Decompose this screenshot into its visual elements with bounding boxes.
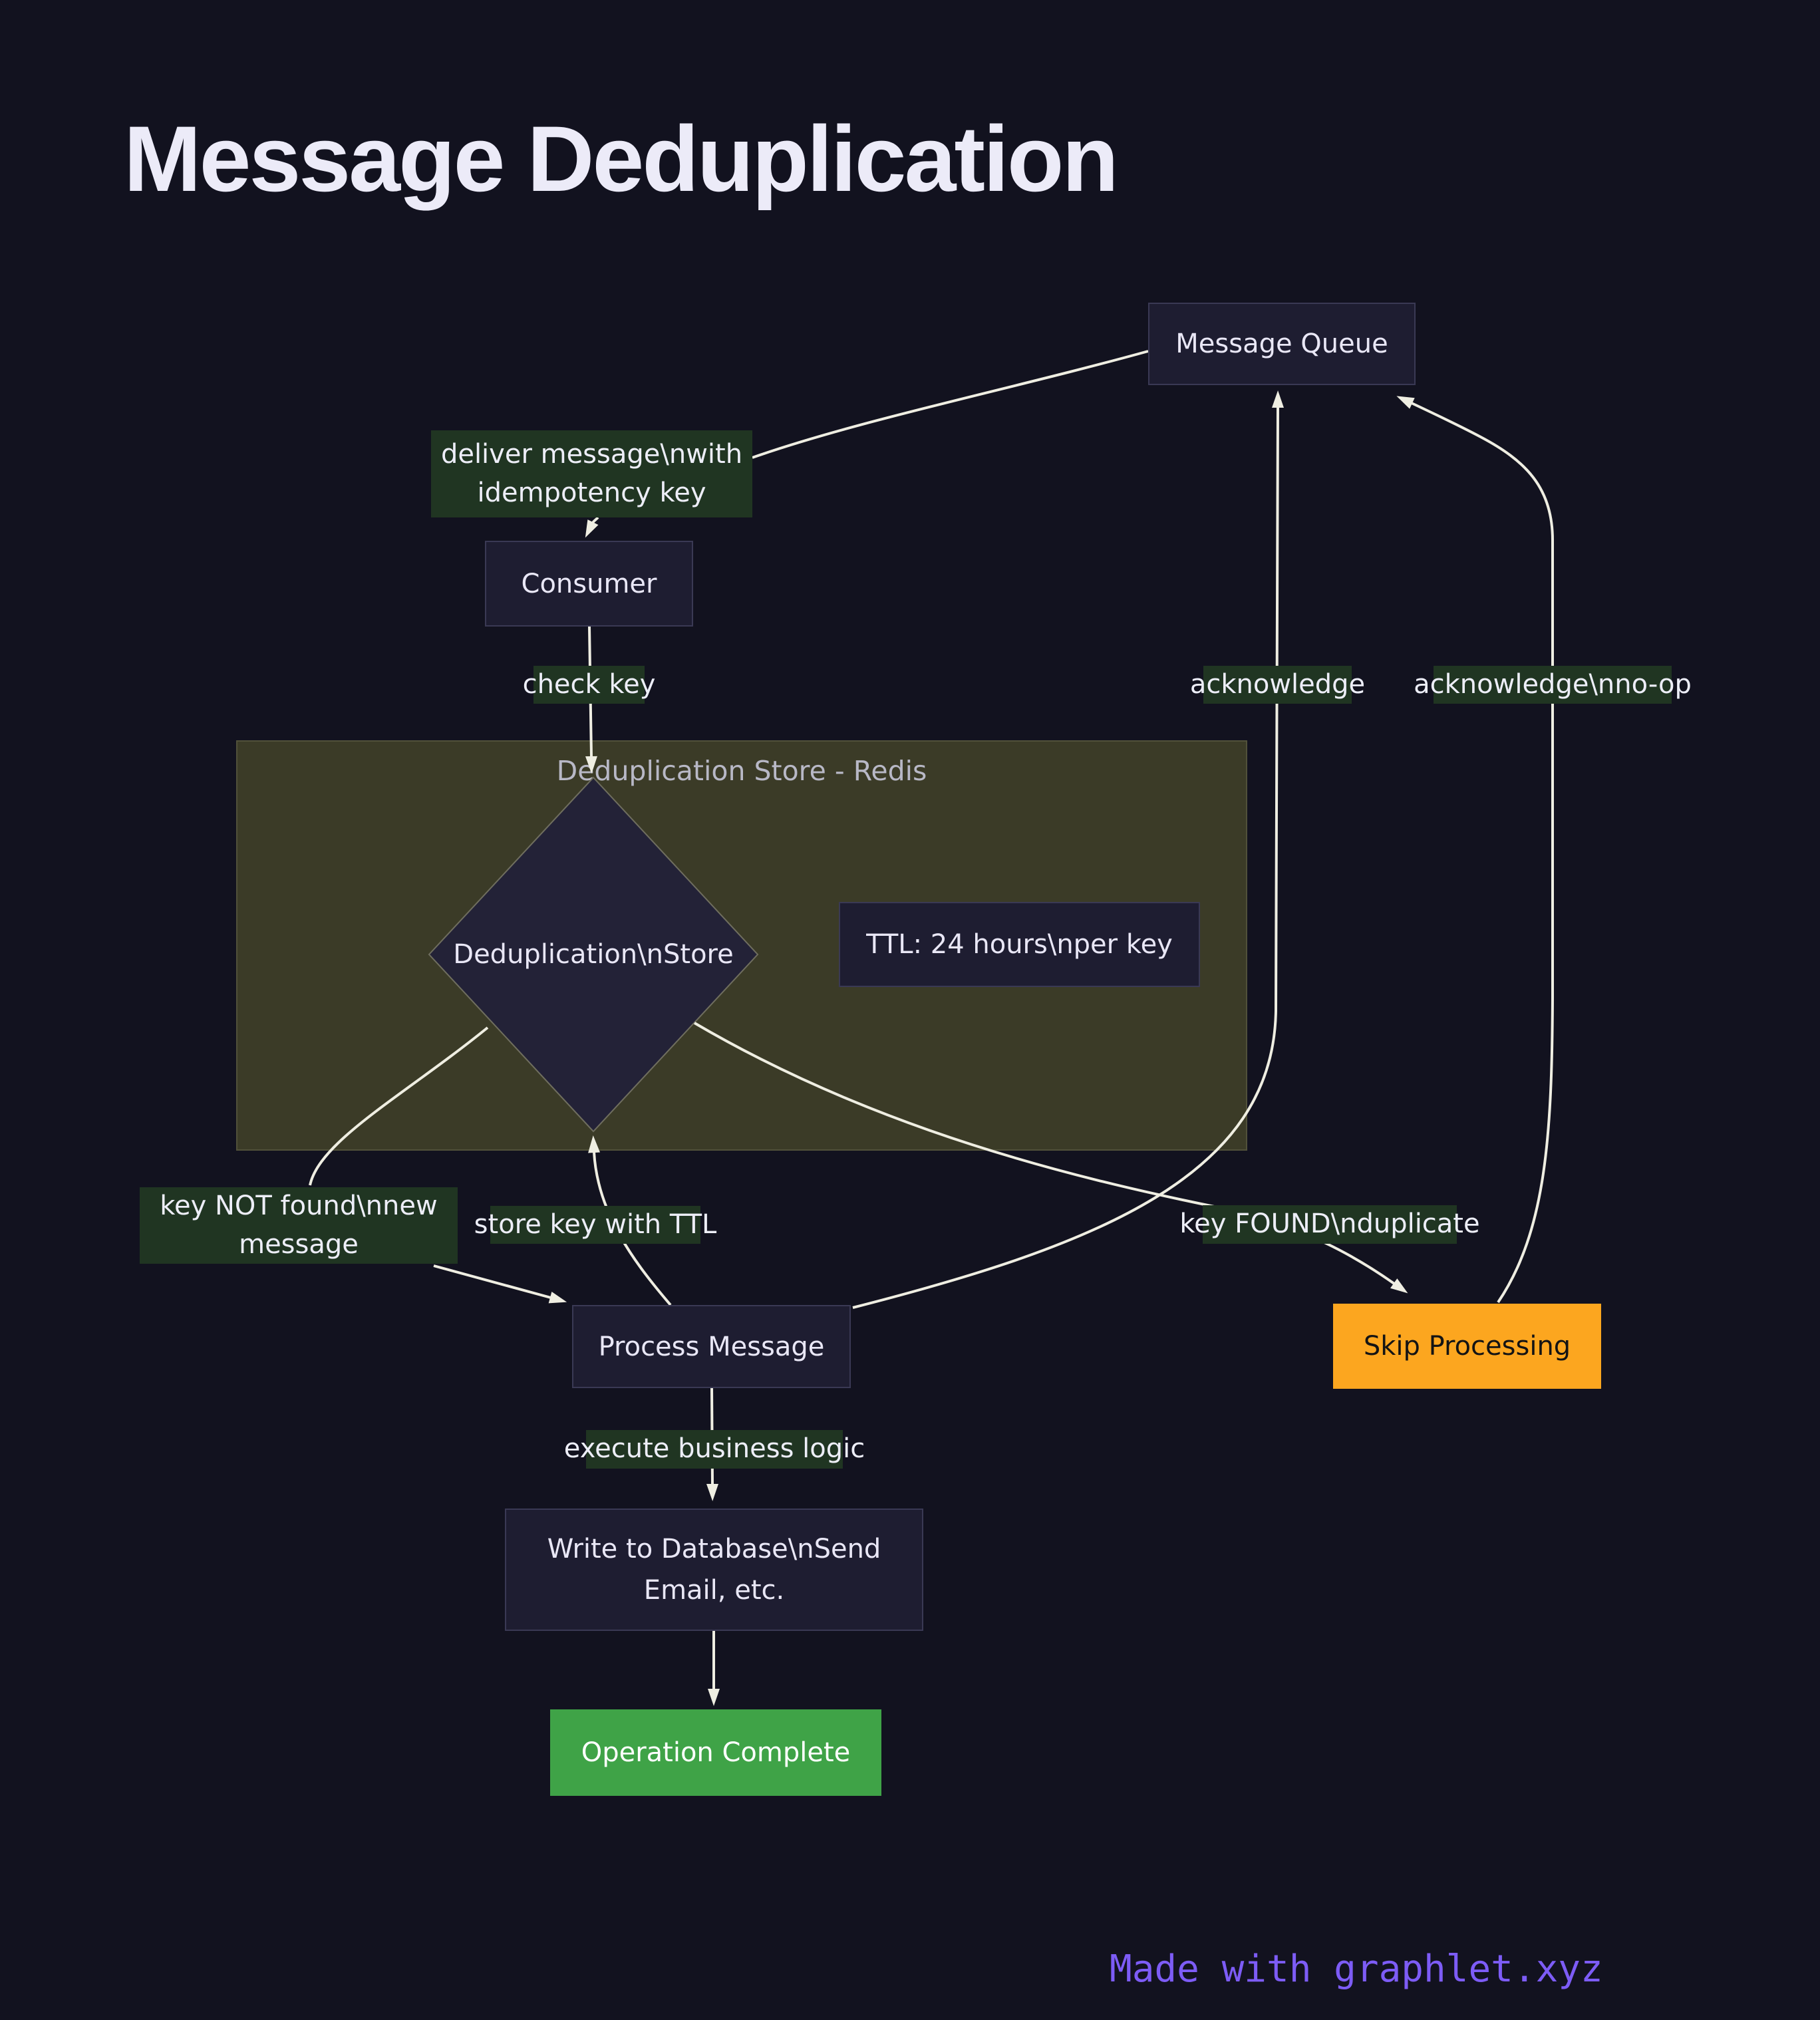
node-consumer: Consumer (485, 541, 693, 627)
node-ttl: TTL: 24 hours\nper key (839, 902, 1200, 987)
edge-label-acknowledge: acknowledge (1190, 666, 1365, 704)
edge-label-execute: execute business logic (564, 1430, 865, 1469)
edge-keynot-label-to-process (433, 1264, 567, 1304)
node-skip-processing-label: Skip Processing (1363, 1331, 1571, 1362)
edge-label-deliver: deliver message\nwith idempotency key (431, 430, 752, 517)
node-operation-complete-label: Operation Complete (581, 1737, 851, 1768)
node-ttl-label: TTL: 24 hours\nper key (866, 929, 1173, 960)
node-process-message: Process Message (572, 1305, 851, 1388)
edge-deliver-label-to-consumer (585, 516, 599, 538)
node-operation-complete: Operation Complete (550, 1709, 881, 1796)
node-consumer-label: Consumer (521, 568, 657, 599)
edge-label-key-not-found: key NOT found\nnew message (140, 1187, 458, 1264)
edge-skip-to-queue (1396, 396, 1554, 1304)
edge-label-acknowledge-noop: acknowledge\nno-op (1414, 666, 1692, 704)
node-process-message-label: Process Message (598, 1331, 825, 1362)
node-write-db: Write to Database\nSend Email, etc. (505, 1509, 923, 1631)
edge-label-key-found: key FOUND\nduplicate (1179, 1205, 1480, 1244)
node-skip-processing: Skip Processing (1333, 1304, 1601, 1389)
node-message-queue: Message Queue (1148, 303, 1416, 385)
footer-credit-link[interactable]: Made with graphlet.xyz (1110, 1948, 1603, 1991)
page-title: Message Deduplication (124, 106, 1119, 211)
container-title: Deduplication Store - Redis (556, 755, 927, 787)
edge-label-store-key-ttl: store key with TTL (474, 1206, 716, 1244)
edge-label-check-key: check key (523, 666, 655, 704)
node-message-queue-label: Message Queue (1175, 329, 1388, 359)
edge-queue-to-deliver-label (752, 350, 1149, 459)
node-write-db-label: Write to Database\nSend Email, etc. (547, 1534, 881, 1606)
